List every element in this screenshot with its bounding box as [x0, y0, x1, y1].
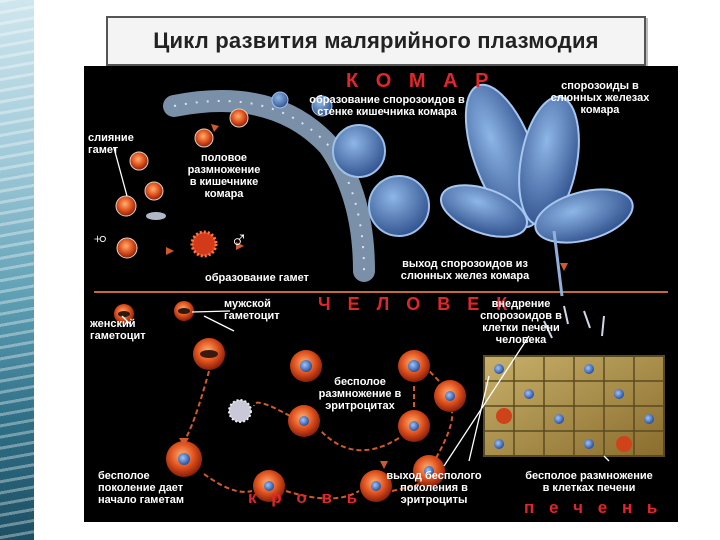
- decorative-wave-strip: [0, 0, 34, 540]
- oocyst-burst: [369, 176, 429, 236]
- zygote-3: [116, 196, 136, 216]
- zygote-2: [145, 182, 163, 200]
- ookinete-gut-2: [230, 109, 248, 127]
- male-gamete-exflagellation: [192, 232, 216, 256]
- label-asexual-liver: бесполое размножение в клетках печени: [504, 470, 674, 494]
- label-female-gametocyte: женский гаметоцит: [90, 318, 166, 342]
- label-asexual-gametes: бесполое поколение дает начало гаметам: [98, 470, 216, 506]
- female-gamete: [117, 238, 137, 258]
- label-liver-invasion: внедрение спорозоидов в клетки печени че…: [466, 298, 576, 346]
- ookinete-gut-1: [195, 129, 213, 147]
- female-symbol: ♀: [89, 231, 111, 248]
- slide-title: Цикл развития малярийного плазмодия: [106, 16, 646, 66]
- label-sporozoite-formation: образование спорозоидов в стенке кишечни…: [292, 94, 482, 118]
- label-sporozoite-exit: выход спорозоидов из слюнных желез комар…: [380, 258, 550, 282]
- label-gamete-formation: образование гамет: [192, 272, 322, 284]
- male-symbol: ♂: [230, 228, 248, 252]
- ookinete-small: [146, 212, 166, 220]
- section-mosquito: К О М А Р: [346, 70, 494, 93]
- label-sporozoites-glands: спорозоиды в слюнных железах комара: [540, 80, 660, 116]
- label-gamete-fusion: слияние гамет: [88, 132, 144, 156]
- label-asexual-rbc: бесполое размножение в эритроцитах: [310, 376, 410, 412]
- liver-tissue: [484, 356, 664, 456]
- label-male-gametocyte: мужской гаметоцит: [224, 298, 298, 322]
- oocyst-large: [333, 125, 385, 177]
- malaria-cycle-diagram: К О М А Р Ч Е Л О В Е К к р о в ь п е ч …: [84, 66, 678, 522]
- label-sexual-reproduction: половое размножение в кишечнике комара: [178, 152, 270, 200]
- ookinete: [272, 92, 288, 108]
- section-blood: к р о в ь: [248, 488, 362, 508]
- label-asexual-exit: выход бесполого поколения в эритроциты: [378, 470, 490, 506]
- section-liver: п е ч е н ь: [524, 498, 662, 518]
